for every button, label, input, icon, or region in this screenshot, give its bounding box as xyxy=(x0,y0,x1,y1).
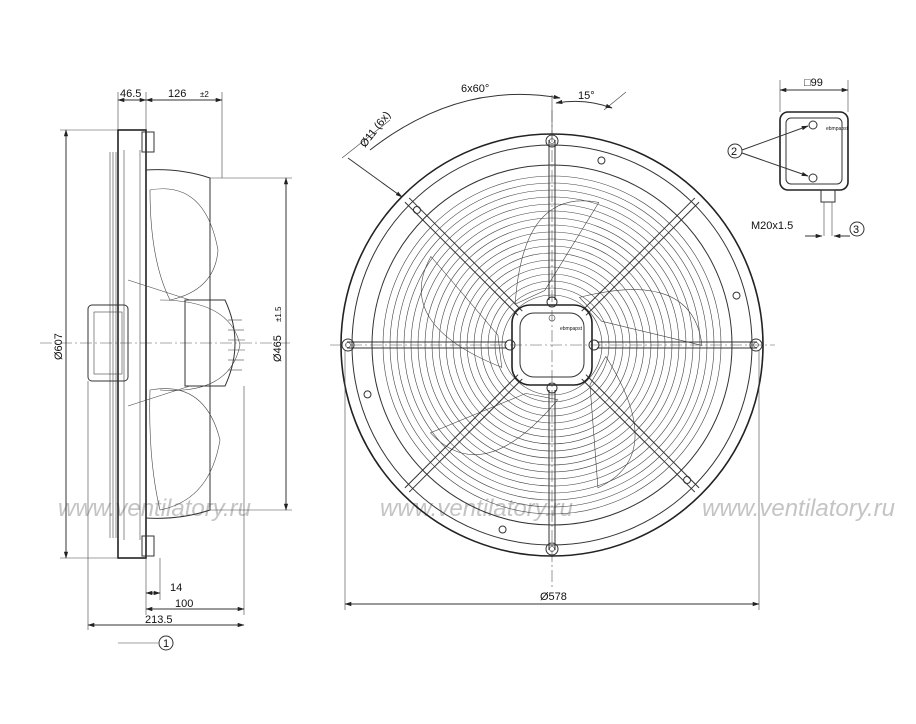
mounting-hole xyxy=(597,156,606,165)
front-logo: ebmpapst xyxy=(560,326,583,332)
callout-2-circle xyxy=(727,143,743,159)
strut-end-bolt xyxy=(345,342,351,348)
guard-ring xyxy=(382,175,722,515)
fan-blade xyxy=(578,289,703,346)
guard-ring xyxy=(487,280,617,410)
fan-blades xyxy=(421,200,703,489)
dim-hole-diameter: Ø11 (6x) xyxy=(358,109,393,149)
dim-bottom-100: 100 xyxy=(175,598,193,610)
guard-ring xyxy=(417,210,687,480)
dim-cable-gland: M20x1.5 xyxy=(751,220,793,232)
guard-ring xyxy=(466,259,638,431)
fan-blade xyxy=(421,255,503,368)
mounting-holes xyxy=(363,156,741,534)
terminal-screw-top xyxy=(808,120,818,130)
dim-blade-diameter: Ø465 xyxy=(272,335,284,362)
dim-guard-diameter: Ø578 xyxy=(540,591,567,603)
mounting-hole xyxy=(732,291,741,300)
guard-ring xyxy=(501,294,603,396)
guard-struts xyxy=(341,134,763,556)
guard-ring xyxy=(494,287,610,403)
mounting-hole xyxy=(498,525,507,534)
guard-ring xyxy=(389,182,715,508)
strut-end-fixing xyxy=(749,338,763,352)
terminal-logo: ebmpapst xyxy=(826,126,849,132)
motor-hub xyxy=(511,304,593,386)
guard-ring xyxy=(431,224,673,466)
dim-angle: 6x60° xyxy=(461,83,489,95)
terminal-screw-bottom xyxy=(808,173,818,183)
dim-offset-angle: 15° xyxy=(578,90,595,102)
guard-ring xyxy=(459,252,645,438)
guard-ring xyxy=(473,266,631,424)
strut-end-fixing xyxy=(341,338,355,352)
callout-1-circle xyxy=(158,635,174,651)
guard-ring xyxy=(445,238,659,452)
fan-blade xyxy=(589,355,636,489)
strut-end-fixing xyxy=(545,542,559,556)
guard-strut xyxy=(408,378,523,493)
guard-strut xyxy=(404,201,519,316)
mounting-hole xyxy=(412,205,421,214)
dim-flange-width: 46.5 xyxy=(120,88,141,100)
guard-ring xyxy=(424,217,680,473)
guard-ring xyxy=(438,231,666,459)
guard-strut xyxy=(581,378,696,493)
callout-1-label: 1 xyxy=(163,638,169,650)
callout-2-label: 2 xyxy=(731,146,737,158)
dim-outer-diameter: Ø607 xyxy=(53,333,65,360)
dim-bottom-14: 14 xyxy=(170,582,182,594)
guard-strut xyxy=(585,374,700,489)
guard-ring xyxy=(452,245,652,445)
terminal-box-view: ebmpapst □99 2 M20x1.5 3 xyxy=(727,77,865,239)
strut-end-bolt xyxy=(753,342,759,348)
front-view: ebmpapst Ø578 6x60° 15° Ø11 (6x) xyxy=(330,83,775,610)
cable-gland xyxy=(820,189,836,203)
dim-bottom-213-5: 213.5 xyxy=(145,614,173,626)
fan-blade xyxy=(514,200,600,305)
callout-3-label: 3 xyxy=(853,224,859,236)
fan-blade xyxy=(429,393,559,455)
side-view: Ø607 Ø465 ±1.5 46.5 126 ±2 14 100 213.5 … xyxy=(40,88,292,651)
callout-3-circle xyxy=(849,221,865,237)
mounting-hole xyxy=(683,476,692,485)
dim-terminal-size: □99 xyxy=(804,77,823,89)
watermark-text-3: www.ventilatory.ru xyxy=(702,495,895,522)
dim-blade-tolerance: ±1.5 xyxy=(274,306,283,322)
guard-strut xyxy=(585,201,700,316)
side-guard-wires xyxy=(109,152,117,538)
dim-depth: 126 xyxy=(168,88,186,100)
dim-depth-tolerance: ±2 xyxy=(200,90,209,99)
guard-strut xyxy=(408,197,523,312)
terminal-box xyxy=(779,111,849,191)
guard-strut xyxy=(404,374,519,489)
guard-strut xyxy=(581,197,696,312)
watermark-text-1: www.ventilatory.ru xyxy=(58,495,251,522)
strut-end-bolt xyxy=(549,546,555,552)
motor-fins xyxy=(228,319,245,371)
guard-ring xyxy=(480,273,624,417)
mounting-hole xyxy=(363,390,372,399)
guard-ring xyxy=(410,203,694,487)
guard-ring xyxy=(396,189,708,501)
